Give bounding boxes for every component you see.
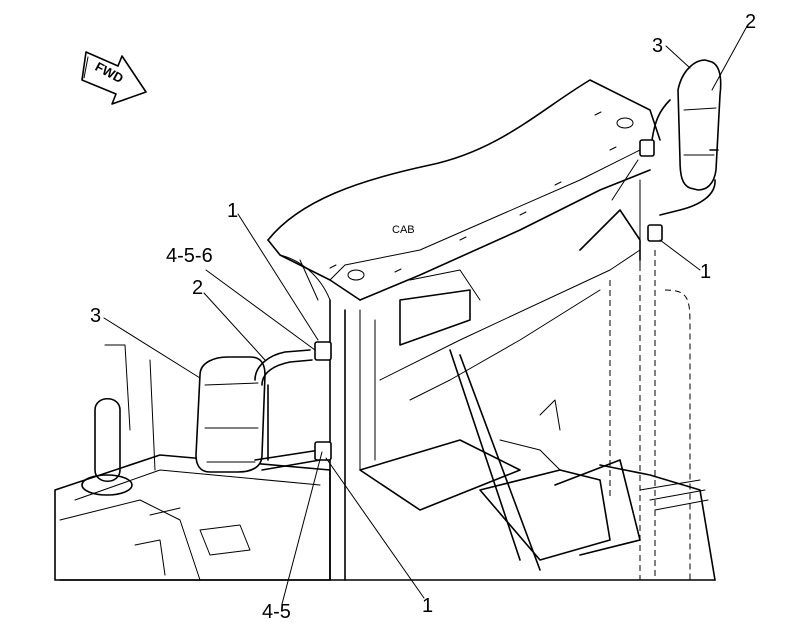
left-upper-bracket: [314, 341, 332, 361]
callout-4-5-6: 4-5-6: [166, 245, 213, 267]
left-lower-bracket: [314, 441, 332, 461]
callout-2-right: 2: [745, 11, 756, 33]
callout-3-right: 3: [652, 35, 663, 57]
lower-cab-body: [54, 344, 331, 581]
callout-4-5: 4-5: [262, 601, 291, 623]
callout-1-left-upper: 1: [227, 200, 238, 222]
callout-leaders: [103, 27, 747, 605]
cab-label: CAB: [392, 224, 415, 236]
callout-1-right: 1: [700, 261, 711, 283]
cab-roof: CAB: [267, 79, 661, 301]
callout-1-left-lower: 1: [422, 595, 433, 617]
left-mirror-glass: [195, 356, 266, 473]
right-lower-bracket: [647, 224, 663, 242]
callout-3-left: 3: [90, 305, 101, 327]
callout-2-left: 2: [192, 277, 203, 299]
left-mirror-assembly: [195, 341, 332, 473]
right-mirror-glass: [677, 59, 722, 191]
forward-direction-arrow: FWD: [81, 51, 147, 105]
cab-frame: [329, 159, 691, 581]
right-mirror-assembly: [639, 59, 722, 242]
console-area: [59, 349, 716, 581]
right-upper-bracket: [639, 139, 655, 157]
callout-labels: 2 3 1 1 4-5-6 2 3 4-5 1: [90, 11, 756, 623]
